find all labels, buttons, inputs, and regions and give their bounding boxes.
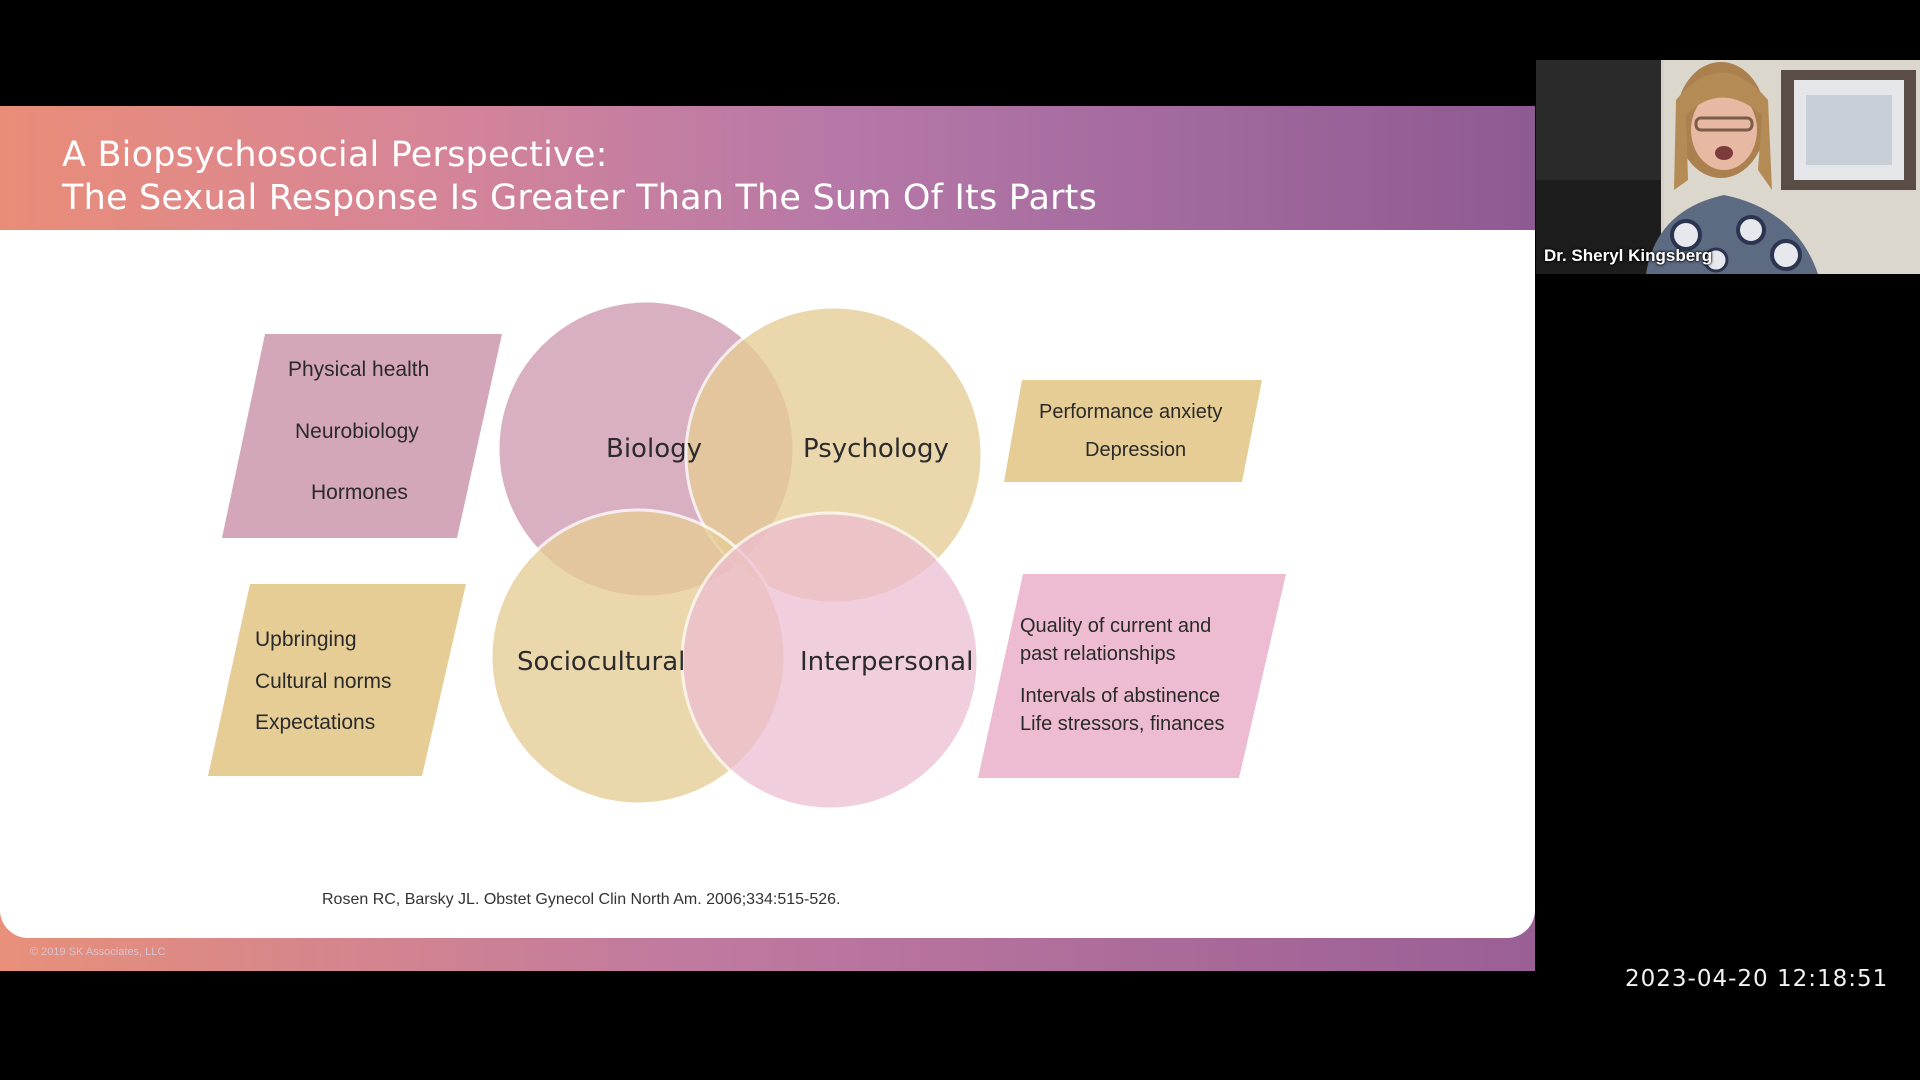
- interpersonal-item-1: Quality of current and: [1020, 615, 1212, 637]
- shared-slide: A Biopsychosocial Perspective: The Sexua…: [0, 106, 1535, 971]
- sociocultural-item-3: Expectations: [255, 711, 376, 734]
- recording-timestamp: 2023-04-20 12:18:51: [1625, 966, 1889, 992]
- interpersonal-item-4: Life stressors, finances: [1020, 713, 1225, 735]
- interpersonal-factors-box: [978, 574, 1286, 778]
- citation: Rosen RC, Barsky JL. Obstet Gynecol Clin…: [322, 891, 841, 908]
- speaker-name-tag: Dr. Sheryl Kingsberg: [1544, 246, 1713, 265]
- copyright-notice: © 2019 SK Associates, LLC: [30, 946, 166, 958]
- venn-circle-interpersonal: [680, 511, 980, 811]
- psychology-item-2: Depression: [1085, 439, 1187, 461]
- venn-diagram: Biology Psychology Sociocultural Interpe…: [490, 299, 984, 811]
- slide-title-line-1: A Biopsychosocial Perspective:: [62, 135, 608, 175]
- venn-label-interpersonal: Interpersonal: [800, 647, 973, 677]
- venn-label-biology: Biology: [606, 434, 702, 464]
- biology-factors-box: [222, 334, 502, 538]
- sociocultural-factors-box: [208, 584, 466, 776]
- sociocultural-item-2: Cultural norms: [255, 670, 392, 693]
- speaker-video-tile[interactable]: Dr. Sheryl Kingsberg: [1536, 60, 1920, 274]
- biology-item-3: Hormones: [311, 481, 408, 504]
- biology-item-1: Physical health: [288, 358, 430, 381]
- biology-item-2: Neurobiology: [295, 420, 419, 443]
- interpersonal-item-2: past relationships: [1020, 643, 1176, 665]
- slide-header: A Biopsychosocial Perspective: The Sexua…: [0, 106, 1535, 230]
- speaker-video-image: [1536, 60, 1920, 274]
- venn-label-psychology: Psychology: [803, 434, 949, 464]
- psychology-factors-box: [1004, 380, 1262, 482]
- interpersonal-item-3: Intervals of abstinence: [1020, 685, 1221, 707]
- venn-label-sociocultural: Sociocultural: [517, 647, 685, 677]
- sociocultural-item-1: Upbringing: [255, 628, 357, 651]
- psychology-item-1: Performance anxiety: [1039, 401, 1223, 423]
- slide-title-line-2: The Sexual Response Is Greater Than The …: [62, 178, 1098, 218]
